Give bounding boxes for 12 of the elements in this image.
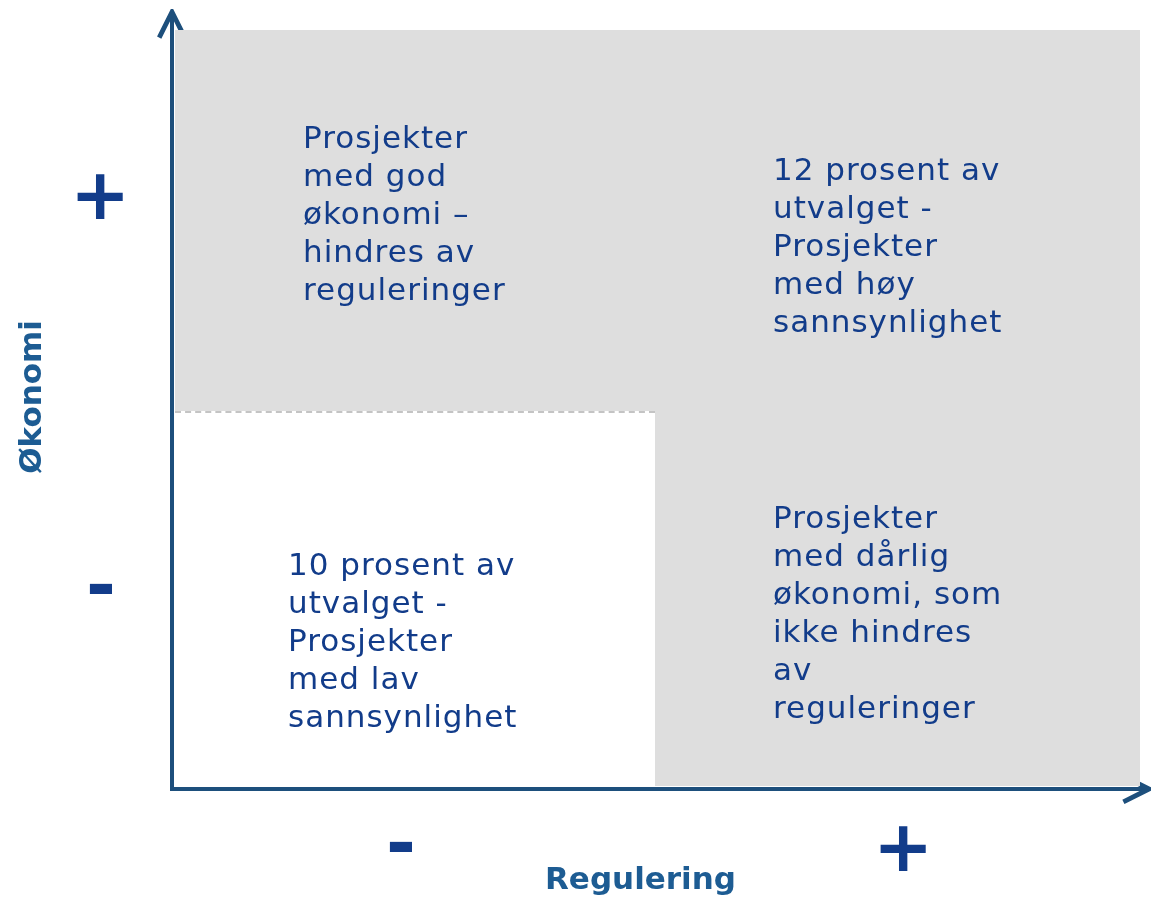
axis-title: Regulering (545, 860, 736, 896)
quadrant-text: 12 prosent av utvalget - Prosjekter med høy sannsynlighet (773, 150, 1004, 340)
quadrant-text: Prosjekter med dårlig økonomi, som ikke hindres av reguleringer (773, 498, 1004, 726)
quadrant-text: 10 prosent av utvalget - Prosjekter med lav sannsynlighet (288, 545, 519, 735)
quadrant-text: Prosjekter med god økonomi – hindres av reguleringer (303, 118, 507, 308)
axis-sign: + (873, 810, 934, 882)
axis-title: Økonomi (12, 320, 48, 474)
axis-sign: + (70, 158, 131, 230)
quadrant-box (175, 411, 655, 786)
axis-sign: - (386, 806, 416, 878)
quadrant-area (175, 30, 1140, 786)
axis-sign: - (86, 548, 116, 620)
